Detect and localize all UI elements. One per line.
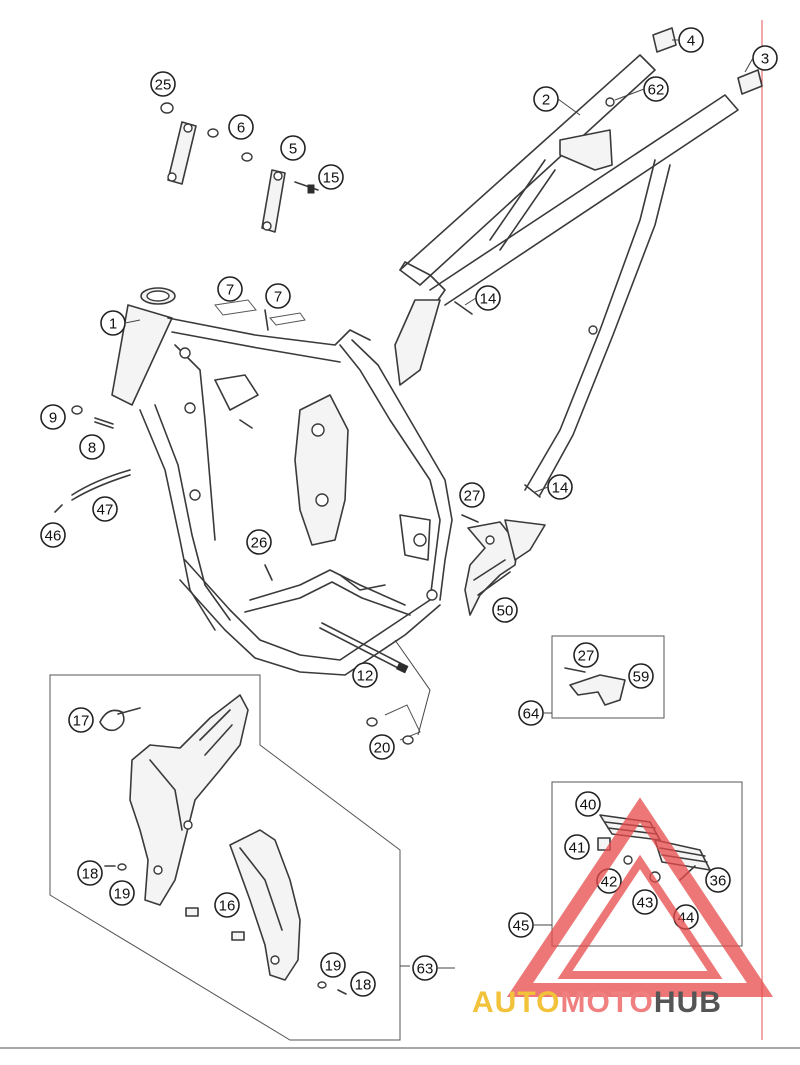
callout-2-text: 2 [542,92,550,109]
callout-7a: 7 [217,276,243,302]
callout-9-text: 9 [49,410,57,427]
callout-14b-text: 14 [552,480,569,497]
callout-27a: 27 [459,482,485,508]
watermark-part-auto: AUTO [472,986,560,1019]
callout-7b-text: 7 [274,289,282,306]
callout-59: 59 [628,663,654,689]
callout-7b: 7 [265,283,291,309]
callout-18b-text: 18 [355,977,372,994]
callout-63-text: 63 [417,961,434,978]
callout-19a: 19 [109,880,135,906]
callout-25-text: 25 [155,77,172,94]
callout-17: 17 [68,707,94,733]
callout-19a-text: 19 [114,886,131,903]
callout-41-text: 41 [569,840,586,857]
callout-14a: 14 [475,285,501,311]
callout-41: 41 [564,834,590,860]
callout-20-text: 20 [374,740,391,757]
callout-7a-text: 7 [226,282,234,299]
callout-36: 36 [705,867,731,893]
callout-1: 1 [100,310,126,336]
callout-62: 62 [643,76,669,102]
tube-plug-4 [652,27,677,53]
callout-26: 26 [246,529,272,555]
callout-59-text: 59 [633,669,650,686]
leader-lines [124,39,754,969]
callout-5: 5 [280,135,306,161]
callout-15: 15 [318,164,344,190]
callout-3: 3 [752,45,778,71]
frame-protector-box [49,674,410,1041]
callout-45: 45 [508,912,534,938]
chain-guide-block-box [551,635,665,719]
callout-43-text: 43 [637,895,654,912]
callout-26-text: 26 [251,535,268,552]
callout-8-text: 8 [88,440,96,457]
watermark-part-hub: HUB [654,986,722,1019]
callout-43: 43 [632,889,658,915]
callout-18a-text: 18 [82,866,99,883]
callout-27b-text: 27 [578,648,595,665]
callout-50: 50 [492,597,518,623]
engine-hanger-25 [160,102,219,185]
callout-64: 64 [518,700,544,726]
callout-9: 9 [40,404,66,430]
callout-45-text: 45 [513,918,530,935]
chain-guide [461,514,546,616]
callout-47-text: 47 [97,502,114,519]
callout-42-text: 42 [601,874,618,891]
subframe-bolt-upper [454,301,473,315]
callout-12: 12 [352,662,378,688]
swingarm-bolt [319,622,409,674]
engine-hanger-5 [241,152,319,233]
callout-15-text: 15 [323,170,340,187]
callout-36-text: 36 [710,873,727,890]
callout-2: 2 [533,86,559,112]
frame-stickers [214,299,306,326]
callout-27a-text: 27 [464,488,481,505]
nuts-20 [366,639,431,745]
subframe-bolt-lower [524,484,541,498]
callout-63: 63 [412,955,438,981]
callout-17-text: 17 [73,713,90,730]
small-hardware-left [54,405,131,513]
callout-18a: 18 [77,860,103,886]
callout-20: 20 [369,734,395,760]
callout-18b: 18 [350,971,376,997]
callout-25: 25 [150,71,176,97]
callout-3-text: 3 [761,51,769,68]
callout-4-text: 4 [687,33,695,50]
watermark-text: AUTOMOTOHUB [472,986,722,1019]
callout-4: 4 [678,27,704,53]
callout-5-text: 5 [289,141,297,158]
watermark-part-moto: MOTO [560,986,653,1019]
main-frame [111,287,453,676]
callout-6-text: 6 [237,120,245,137]
callout-40: 40 [575,791,601,817]
callout-16: 16 [214,892,240,918]
callout-47: 47 [92,496,118,522]
callout-14b: 14 [547,474,573,500]
callout-16-text: 16 [219,898,236,915]
callout-64-text: 64 [523,706,540,723]
callout-14a-text: 14 [480,291,497,308]
callout-50-text: 50 [497,603,514,620]
watermark-logo [506,797,774,997]
callout-40-text: 40 [580,797,597,814]
subframe [394,54,739,496]
callout-19b-text: 19 [325,958,342,975]
callout-8: 8 [79,434,105,460]
callout-46: 46 [40,522,66,548]
callout-46-text: 46 [45,528,62,545]
tube-plug-3 [737,69,763,95]
callout-6: 6 [228,114,254,140]
callout-1-text: 1 [109,316,117,333]
callout-62-text: 62 [648,82,665,99]
callout-27b: 27 [573,642,599,668]
callout-12-text: 12 [357,668,374,685]
callout-19b: 19 [320,952,346,978]
